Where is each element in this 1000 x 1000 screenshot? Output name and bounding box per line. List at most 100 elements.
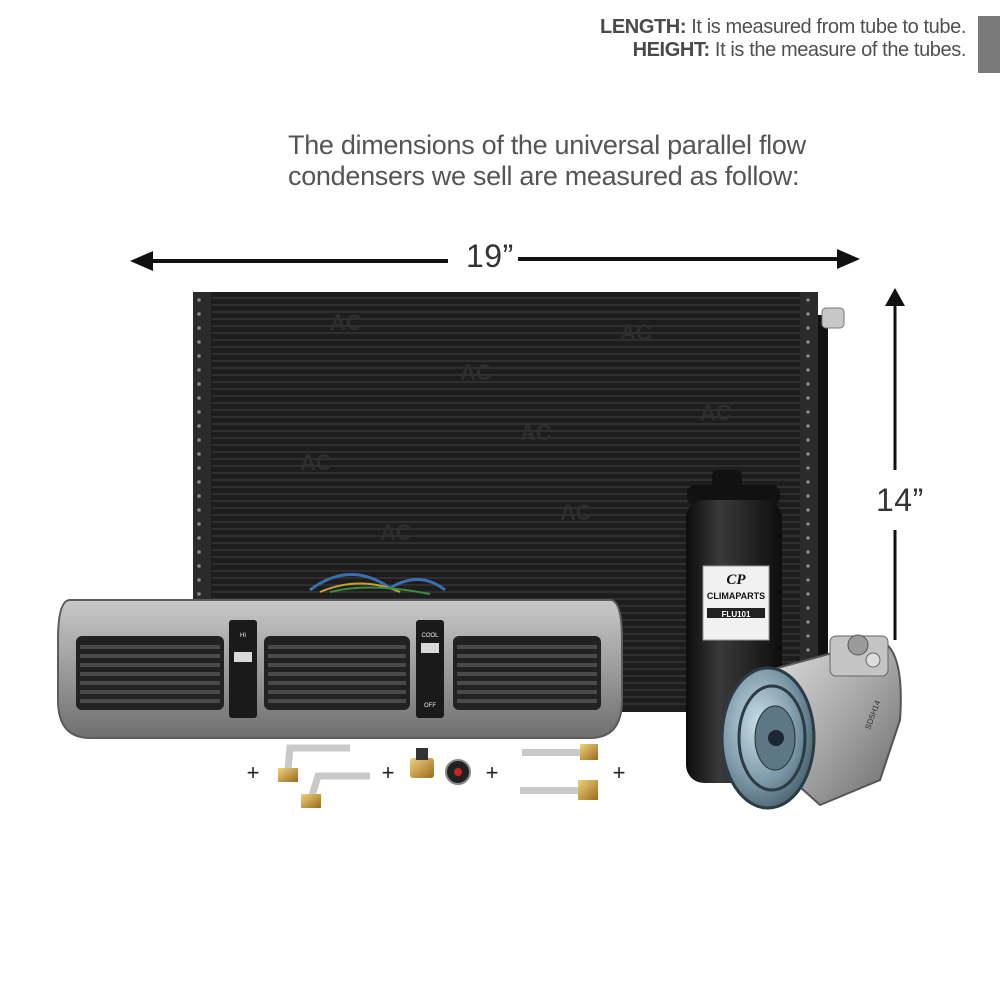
edge-hole: [806, 438, 810, 442]
edge-hole: [197, 298, 201, 302]
louver-slat: [268, 672, 406, 676]
elbow-fittings: [278, 744, 370, 808]
drier-logo: CP: [726, 572, 746, 588]
height-legend-line: HEIGHT: It is the measure of the tubes.: [600, 39, 967, 62]
edge-hole: [806, 368, 810, 372]
height-dimension-arrow: [885, 288, 905, 640]
drier-brand: CLIMAPARTS: [707, 591, 765, 601]
edge-hole: [197, 312, 201, 316]
watermark: AC: [460, 360, 492, 385]
edge-hole: [806, 494, 810, 498]
width-dimension-label: 19”: [462, 238, 518, 275]
plus-sign-3: +: [486, 760, 499, 785]
plus-sign-2: +: [382, 760, 395, 785]
edge-hole: [806, 634, 810, 638]
louver-slat: [268, 645, 406, 649]
edge-hole: [806, 620, 810, 624]
receiver-drier: CP CLIMAPARTS FLU101: [686, 470, 782, 783]
edge-hole: [806, 550, 810, 554]
hi-label: HI: [240, 633, 246, 639]
edge-hole: [197, 382, 201, 386]
louver-slat: [268, 654, 406, 658]
edge-hole: [197, 326, 201, 330]
fan-speed-slider[interactable]: [234, 652, 252, 662]
width-dimension-arrow: [130, 249, 860, 271]
edge-hole: [197, 466, 201, 470]
edge-hole: [197, 508, 201, 512]
louver-slat: [268, 699, 406, 703]
height-dimension-label: 14”: [876, 482, 924, 519]
watermark: AC: [380, 520, 412, 545]
compressor: SD5H14: [720, 634, 902, 810]
edge-hole: [806, 312, 810, 316]
watermark: AC: [520, 420, 552, 445]
edge-hole: [197, 494, 201, 498]
measurement-legend: LENGTH: It is measured from tube to tube…: [600, 16, 966, 62]
evaporator-louvers: [80, 645, 597, 703]
watermark: AC: [330, 310, 362, 335]
edge-hole: [806, 564, 810, 568]
edge-hole: [806, 340, 810, 344]
drier-model: FLU101: [722, 610, 751, 619]
edge-hole: [806, 648, 810, 652]
headline-line-2: condensers we sell are measured as follo…: [288, 161, 800, 191]
edge-hole: [197, 578, 201, 582]
edge-hole: [806, 592, 810, 596]
edge-hole: [806, 326, 810, 330]
length-term: LENGTH:: [600, 16, 687, 38]
edge-hole: [197, 522, 201, 526]
watermark: AC: [700, 400, 732, 425]
height-term: HEIGHT:: [632, 39, 711, 61]
edge-hole: [197, 368, 201, 372]
louver-slat: [268, 681, 406, 685]
cool-label: COOL: [421, 633, 439, 639]
edge-hole: [197, 438, 201, 442]
louver-slat: [457, 645, 597, 649]
louver-slat: [80, 663, 220, 667]
louver-slat: [80, 654, 220, 658]
edge-hole: [806, 508, 810, 512]
edge-hole: [197, 452, 201, 456]
edge-hole: [197, 564, 201, 568]
louver-slat: [457, 663, 597, 667]
edge-hole: [806, 410, 810, 414]
edge-hole: [806, 452, 810, 456]
headline: The dimensions of the universal parallel…: [288, 130, 848, 192]
edge-hole: [197, 410, 201, 414]
plus-sign-1: +: [247, 760, 260, 785]
pressure-switch: [410, 748, 471, 785]
louver-slat: [457, 672, 597, 676]
edge-hole: [806, 298, 810, 302]
edge-hole: [197, 354, 201, 358]
edge-hole: [806, 424, 810, 428]
edge-hole: [806, 354, 810, 358]
louver-slat: [457, 681, 597, 685]
louver-slat: [457, 654, 597, 658]
plus-sign-4: +: [613, 760, 626, 785]
edge-hole: [197, 592, 201, 596]
watermark: AC: [300, 450, 332, 475]
edge-hole: [197, 536, 201, 540]
edge-hole: [806, 578, 810, 582]
straight-fittings: [520, 744, 598, 800]
louver-slat: [80, 681, 220, 685]
louver-slat: [80, 672, 220, 676]
edge-hole: [806, 606, 810, 610]
height-text: It is the measure of the tubes.: [709, 39, 966, 61]
louver-slat: [457, 690, 597, 694]
fittings-row: [278, 744, 598, 808]
edge-hole: [806, 466, 810, 470]
edge-hole: [806, 480, 810, 484]
headline-line-1: The dimensions of the universal parallel…: [288, 130, 806, 160]
louver-slat: [457, 699, 597, 703]
edge-hole: [806, 382, 810, 386]
louver-slat: [268, 690, 406, 694]
temperature-slider[interactable]: [421, 643, 439, 653]
evaporator-unit: COOL OFF HI: [57, 573, 623, 739]
edge-hole: [197, 550, 201, 554]
edge-hole: [197, 340, 201, 344]
louver-slat: [80, 699, 220, 703]
edge-hole: [197, 396, 201, 400]
length-text: It is measured from tube to tube.: [686, 16, 966, 38]
